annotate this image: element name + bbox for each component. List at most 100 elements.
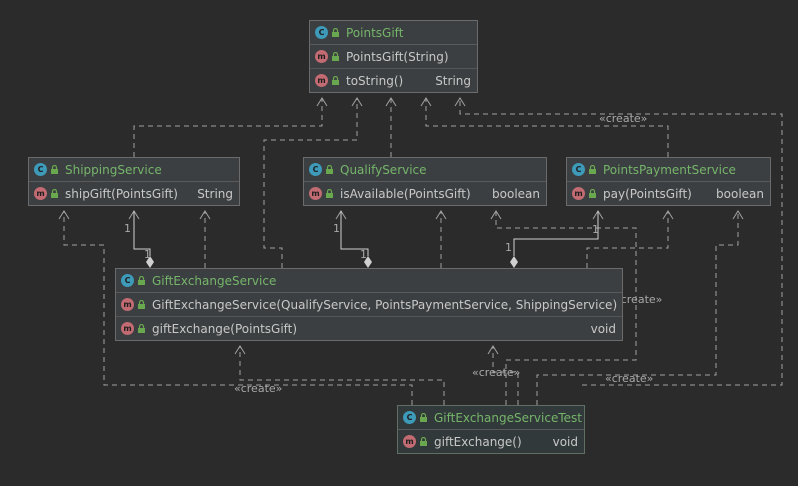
composition-shipping bbox=[133, 211, 151, 256]
method-row[interactable]: m PointsGift(String) bbox=[310, 45, 477, 69]
class-header: C PointsGift bbox=[310, 21, 477, 45]
lock-icon bbox=[138, 300, 145, 309]
create-label: «create» bbox=[472, 366, 521, 379]
class-gift-exchange-service-test[interactable]: C GiftExchangeServiceTest m giftExchange… bbox=[397, 405, 585, 454]
arrowhead bbox=[490, 210, 502, 220]
lock-icon bbox=[51, 189, 58, 198]
arrowhead bbox=[58, 210, 70, 220]
class-points-gift[interactable]: C PointsGift m PointsGift(String) m toSt… bbox=[309, 20, 478, 93]
method-row[interactable]: m shipGift(PointsGift) String bbox=[29, 182, 239, 205]
arrowhead bbox=[234, 345, 246, 355]
test-class-icon: C bbox=[403, 411, 416, 424]
arrowhead bbox=[732, 210, 744, 220]
class-header: C QualifyService bbox=[304, 158, 546, 182]
method-icon: m bbox=[309, 187, 322, 200]
class-name: QualifyService bbox=[340, 162, 427, 177]
return-type: String bbox=[435, 73, 471, 88]
arrowhead bbox=[351, 97, 363, 107]
method-row[interactable]: m giftExchange() void bbox=[398, 430, 584, 453]
class-header: C ShippingService bbox=[29, 158, 239, 182]
multiplicity-label: 1 bbox=[144, 248, 151, 261]
create-test-to-shipping bbox=[63, 211, 413, 405]
lock-icon bbox=[326, 165, 333, 174]
class-icon: C bbox=[309, 163, 322, 176]
class-shipping-service[interactable]: C ShippingService m shipGift(PointsGift)… bbox=[28, 157, 240, 206]
return-type: void bbox=[552, 434, 578, 449]
create-label: «create» bbox=[605, 372, 654, 385]
dependency-test-to-service-left bbox=[239, 346, 445, 405]
lock-icon bbox=[420, 437, 427, 446]
multiplicity-label: 1 bbox=[333, 222, 340, 235]
composition-diamond bbox=[146, 256, 154, 268]
class-header: C GiftExchangeService bbox=[116, 269, 622, 293]
lock-icon bbox=[589, 165, 596, 174]
arrowhead bbox=[435, 210, 447, 220]
lock-icon bbox=[326, 189, 333, 198]
method-name: PointsGift(String) bbox=[346, 49, 449, 64]
class-header: C PointsPaymentService bbox=[567, 158, 770, 182]
dependency-shipping-to-gift bbox=[133, 98, 323, 157]
create-label: «create» bbox=[614, 293, 663, 306]
class-name: PointsGift bbox=[346, 25, 404, 40]
arrowhead bbox=[385, 97, 397, 107]
lock-icon bbox=[420, 413, 427, 422]
create-test-to-qualify bbox=[495, 211, 637, 405]
method-row[interactable]: m pay(PointsGift) boolean bbox=[567, 182, 770, 205]
arrowhead bbox=[454, 97, 466, 107]
method-name: GiftExchangeService(QualifyService, Poin… bbox=[152, 297, 618, 312]
dependency-service-to-payment bbox=[586, 211, 669, 268]
multiplicity-label: 1 bbox=[592, 223, 599, 236]
method-row[interactable]: m toString() String bbox=[310, 69, 477, 92]
method-icon: m bbox=[315, 50, 328, 63]
lock-icon bbox=[138, 324, 145, 333]
arrowhead bbox=[316, 97, 328, 107]
class-name: PointsPaymentService bbox=[603, 162, 736, 177]
arrowhead bbox=[199, 210, 211, 220]
create-test-to-gift bbox=[459, 98, 783, 386]
multiplicity-label: 1 bbox=[124, 222, 131, 235]
dependency-service-to-gift bbox=[263, 98, 358, 268]
method-icon: m bbox=[121, 322, 134, 335]
method-row[interactable]: m giftExchange(PointsGift) void bbox=[116, 317, 622, 340]
method-icon: m bbox=[34, 187, 47, 200]
composition-diamond bbox=[364, 256, 372, 268]
method-name: isAvailable(PointsGift) bbox=[340, 186, 471, 201]
class-icon: C bbox=[121, 274, 134, 287]
method-name: giftExchange() bbox=[434, 434, 522, 449]
test-method-icon: m bbox=[403, 435, 416, 448]
class-points-payment-service[interactable]: C PointsPaymentService m pay(PointsGift)… bbox=[566, 157, 771, 206]
dependency-test-to-service-right bbox=[492, 346, 519, 405]
lock-icon bbox=[332, 28, 339, 37]
class-name: ShippingService bbox=[65, 162, 162, 177]
class-icon: C bbox=[572, 163, 585, 176]
class-header: C GiftExchangeServiceTest bbox=[398, 406, 584, 430]
lock-icon bbox=[138, 276, 145, 285]
class-name: GiftExchangeServiceTest bbox=[434, 410, 582, 425]
class-gift-exchange-service[interactable]: C GiftExchangeService m GiftExchangeServ… bbox=[115, 268, 623, 341]
lock-icon bbox=[332, 52, 339, 61]
method-name: giftExchange(PointsGift) bbox=[152, 321, 298, 336]
return-type: boolean bbox=[716, 186, 764, 201]
lock-icon bbox=[51, 165, 58, 174]
lock-icon bbox=[332, 76, 339, 85]
lock-icon bbox=[589, 189, 596, 198]
method-row[interactable]: m GiftExchangeService(QualifyService, Po… bbox=[116, 293, 622, 317]
multiplicity-label: 1 bbox=[505, 241, 512, 254]
composition-payment bbox=[513, 211, 599, 256]
multiplicity-label: 1 bbox=[360, 248, 367, 261]
arrowhead bbox=[487, 345, 499, 355]
method-name: shipGift(PointsGift) bbox=[65, 186, 178, 201]
return-type: void bbox=[590, 321, 616, 336]
method-name: pay(PointsGift) bbox=[603, 186, 692, 201]
method-icon: m bbox=[121, 298, 134, 311]
method-icon: m bbox=[315, 74, 328, 87]
method-icon: m bbox=[572, 187, 585, 200]
arrowhead bbox=[662, 210, 674, 220]
create-label: «create» bbox=[599, 112, 648, 125]
class-qualify-service[interactable]: C QualifyService m isAvailable(PointsGif… bbox=[303, 157, 547, 206]
class-icon: C bbox=[315, 26, 328, 39]
return-type: boolean bbox=[492, 186, 540, 201]
method-row[interactable]: m isAvailable(PointsGift) boolean bbox=[304, 182, 546, 205]
composition-qualify bbox=[340, 211, 369, 256]
